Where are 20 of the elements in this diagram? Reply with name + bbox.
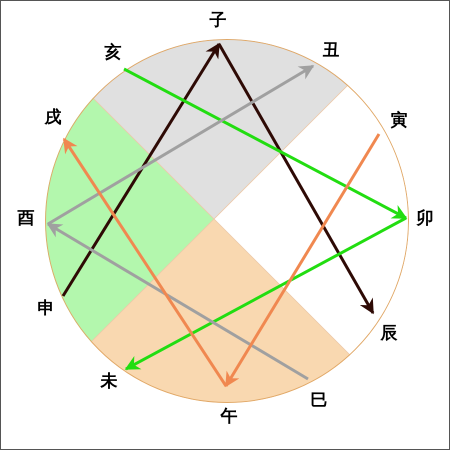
- arrow: [124, 216, 407, 370]
- arrow: [46, 222, 309, 380]
- arrow: [47, 64, 314, 226]
- branch-label: 酉: [18, 210, 34, 228]
- branch-label: 卯: [416, 210, 434, 228]
- branch-label: 未: [100, 374, 118, 390]
- arrow: [224, 133, 380, 388]
- arrow: [62, 138, 228, 387]
- arrow: [218, 43, 374, 314]
- branch-label: 申: [38, 300, 54, 318]
- branch-label: 子: [210, 12, 226, 30]
- branch-label: 丑: [322, 42, 340, 60]
- arrow: [62, 42, 220, 297]
- branch-label: 戌: [44, 110, 62, 126]
- branch-label: 辰: [380, 326, 398, 342]
- branch-label: 亥: [104, 44, 122, 62]
- branch-label: 寅: [390, 112, 408, 130]
- arrow: [123, 68, 408, 220]
- branch-label: 巳: [310, 392, 328, 410]
- branch-label: 午: [220, 408, 238, 426]
